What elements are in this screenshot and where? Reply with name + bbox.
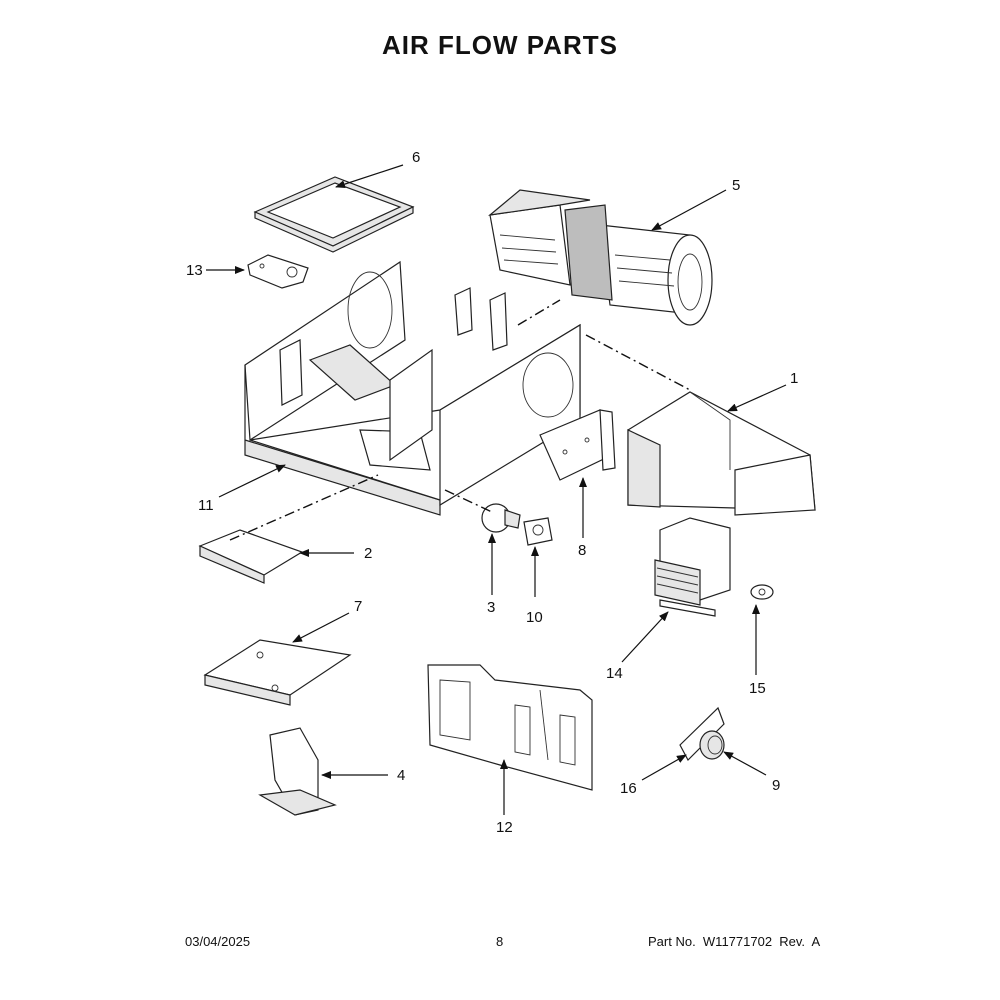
callout-leaders [206, 164, 787, 815]
callout-12: 12 [496, 819, 513, 836]
part-3-bulb [481, 503, 521, 533]
part-12-panel [427, 664, 593, 791]
callout-13: 13 [186, 262, 203, 279]
callout-16: 16 [620, 780, 637, 797]
footer-part-number: Part No. W11771702 Rev. A [648, 934, 821, 949]
part-1-duct [627, 391, 816, 516]
footer-page-number: 8 [496, 934, 504, 949]
callout-15: 15 [749, 680, 766, 697]
callout-7: 7 [354, 598, 362, 615]
part-4-vent [258, 727, 337, 816]
callout-9: 9 [772, 777, 780, 794]
callout-6: 6 [412, 149, 420, 166]
callout-5: 5 [732, 177, 740, 194]
callout-8: 8 [578, 542, 586, 559]
callout-3: 3 [487, 599, 495, 616]
callout-11: 11 [198, 497, 214, 514]
part-13-gasket [247, 254, 309, 289]
part-11-air-guide [244, 260, 581, 516]
part-8-bracket [539, 409, 616, 481]
part-5-blower [487, 189, 713, 326]
page-title: AIR FLOW PARTS [382, 30, 618, 60]
footer-date: 03/04/2025 [185, 934, 251, 949]
part-10-socket [523, 517, 553, 546]
assembly-lines [229, 299, 691, 541]
part-9-fuse [699, 730, 725, 760]
callout-labels: 1 2 3 4 5 6 7 8 9 10 11 12 13 14 15 16 [186, 149, 798, 836]
callout-1: 1 [790, 370, 798, 387]
callout-14: 14 [606, 665, 623, 682]
callout-2: 2 [364, 545, 372, 562]
part-2-cover [198, 529, 304, 584]
part-15-thermostat [750, 584, 774, 600]
part-14-transformer [654, 517, 731, 617]
part-7-plate [203, 639, 352, 706]
callout-10: 10 [526, 609, 543, 626]
part-6-filter [253, 176, 415, 253]
callout-4: 4 [397, 767, 405, 784]
